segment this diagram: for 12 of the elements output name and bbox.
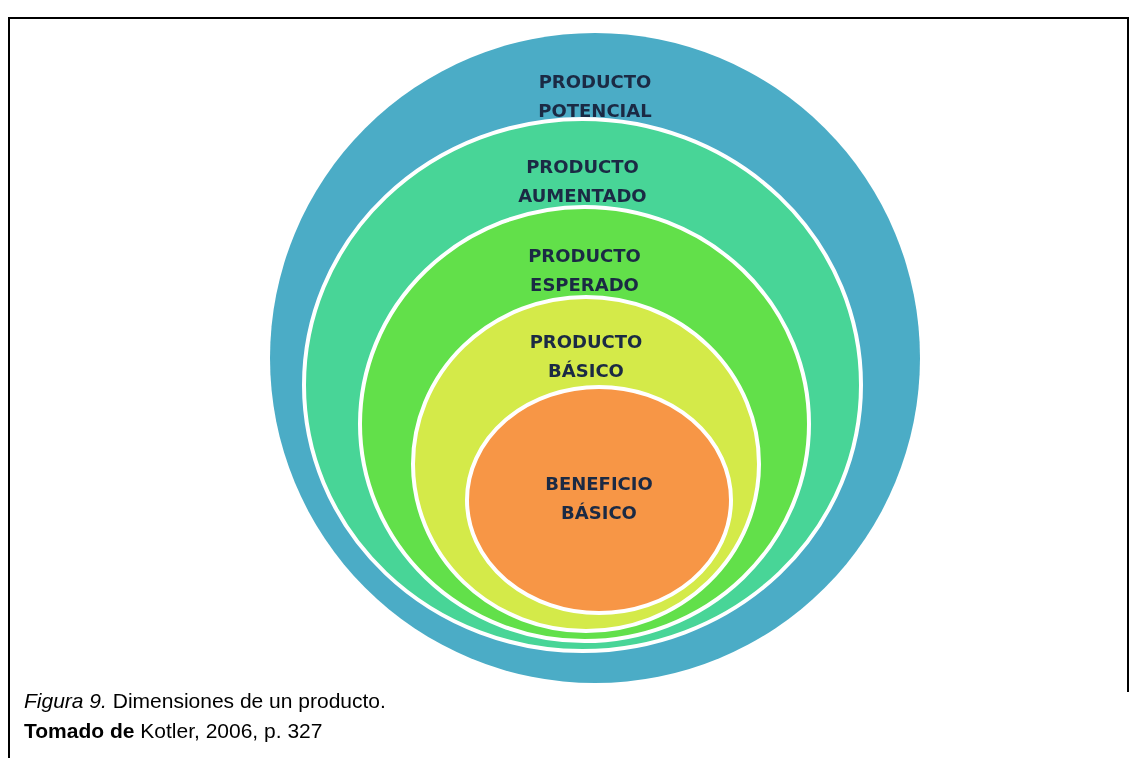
ellipse-layer bbox=[360, 207, 809, 641]
figure-caption: Figura 9. Dimensiones de un producto. bbox=[24, 689, 386, 713]
source-note: Tomado de Kotler, 2006, p. 327 bbox=[24, 719, 323, 743]
layer-label: PRODUCTO BÁSICO bbox=[528, 330, 644, 383]
ellipse-layer bbox=[270, 33, 920, 683]
layer-label: PRODUCTO ESPERADO bbox=[527, 244, 642, 297]
layer-label: PRODUCTO POTENCIAL bbox=[537, 70, 653, 123]
ellipse-layer bbox=[304, 119, 861, 651]
ellipse-layer bbox=[413, 297, 759, 631]
layer-label: BENEFICIO BÁSICO bbox=[544, 472, 654, 525]
layer-label: PRODUCTO AUMENTADO bbox=[517, 155, 648, 208]
ellipse-layer bbox=[467, 387, 731, 613]
